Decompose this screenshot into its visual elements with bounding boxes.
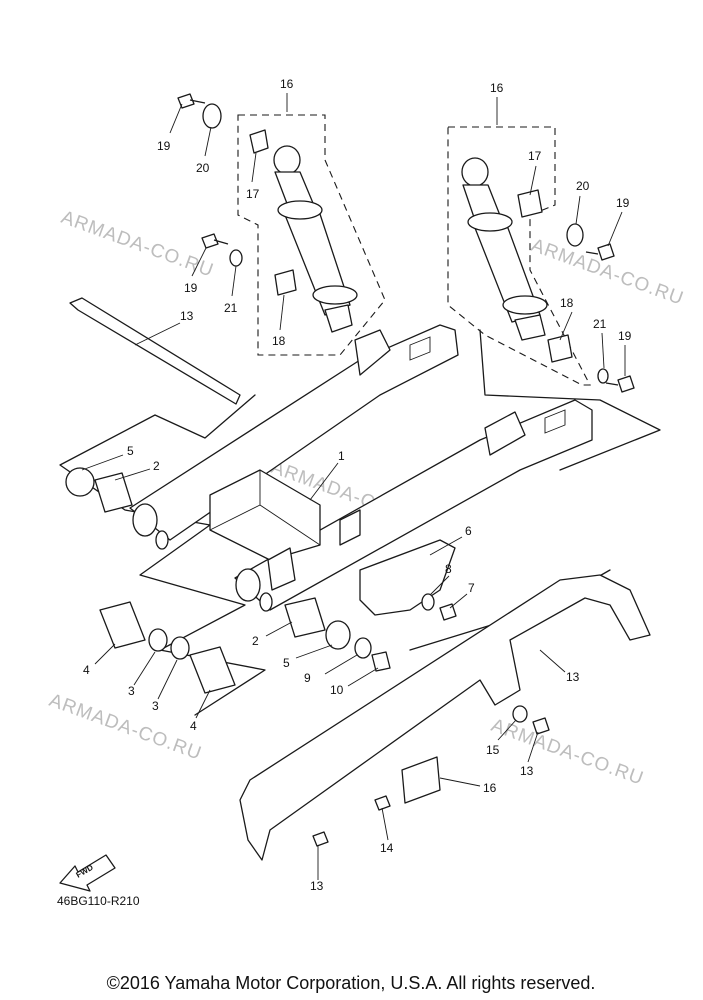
callout-16: 16: [280, 77, 294, 91]
callout-1: 1: [338, 449, 345, 463]
callout-9: 13: [180, 309, 194, 323]
callout-15: 16: [483, 781, 497, 795]
callout-18: 18: [272, 334, 286, 348]
bushing-2-b: [284, 597, 326, 638]
watermark: ARMADA-CO.RU: [46, 690, 204, 765]
washer-14: [512, 705, 528, 723]
washer-20-b: [566, 223, 584, 247]
swingarm: [129, 324, 593, 612]
callout-13: 13: [310, 879, 324, 893]
watermark: ARMADA-CO.RU: [488, 715, 646, 790]
callout-2: 2: [252, 634, 259, 648]
callout-18: 18: [560, 296, 574, 310]
callout-14: 15: [486, 743, 500, 757]
callout-2: 2: [153, 459, 160, 473]
callout-17: 17: [246, 187, 260, 201]
callout-12: 13: [566, 670, 580, 684]
copyright-notice: ©2016 Yamaha Motor Corporation, U.S.A. A…: [107, 973, 596, 993]
leader-lines: [81, 93, 626, 880]
callout-3: 3: [152, 699, 159, 713]
callout-13: 14: [380, 841, 394, 855]
callout-5: 4: [190, 719, 197, 733]
chain-case-12: [239, 574, 651, 861]
callout-11: 10: [330, 683, 344, 697]
callout-20: 20: [196, 161, 210, 175]
bolt-13-c: [312, 831, 329, 847]
callout-20: 20: [576, 179, 590, 193]
diagram-code: 46BG110-R210: [57, 894, 140, 908]
bolt-13-b: [374, 795, 391, 811]
callout-19: 19: [157, 139, 171, 153]
callout-5: 4: [83, 663, 90, 677]
label-15: [401, 756, 441, 804]
shock-group-frame-left: [237, 114, 386, 356]
small-parts: [65, 93, 635, 847]
callout-13: 13: [520, 764, 534, 778]
washer-3-b: [170, 636, 190, 660]
bolt-13-a: [532, 717, 550, 735]
bolt-19-b: [201, 233, 229, 249]
collar-5-a: [99, 601, 146, 649]
bolt-19-a: [177, 93, 206, 109]
collar-17-right: [517, 189, 543, 218]
callout-4: 5: [127, 444, 134, 458]
callout-8: 8: [445, 562, 452, 576]
bolt-19-c: [585, 243, 615, 261]
callout-21: 21: [224, 301, 238, 315]
bolt-7: [439, 603, 457, 621]
shock-group-frame-right: [447, 126, 591, 386]
collar-18-left: [274, 269, 297, 296]
washer-8: [421, 593, 435, 611]
fwd-arrow-icon: [59, 854, 116, 892]
watermark: ARMADA-CO.RU: [58, 207, 216, 282]
callout-3: 3: [128, 684, 135, 698]
bolt-19-d: [605, 375, 635, 393]
callout-4: 5: [283, 656, 290, 670]
callout-16: 16: [490, 81, 504, 95]
callout-6: 6: [465, 524, 472, 538]
bushing-2-a: [94, 472, 133, 513]
shock-absorber-left: [273, 145, 358, 333]
callout-17: 17: [528, 149, 542, 163]
callout-19: 19: [618, 329, 632, 343]
seal-4-a: [65, 467, 95, 497]
callout-19: 19: [184, 281, 198, 295]
washer-10: [354, 637, 372, 659]
seal-4-b: [325, 620, 351, 650]
callout-21: 21: [593, 317, 607, 331]
washer-21-b: [597, 368, 609, 384]
callout-7: 7: [468, 581, 475, 595]
collar-17-left: [249, 129, 269, 154]
washer-20-a: [202, 103, 222, 129]
collar-5-b: [189, 646, 236, 694]
nut-11: [371, 651, 391, 672]
callout-numbers: 16 16 19 20 17 19 21 18 17 20 19 18 21 1…: [83, 77, 632, 893]
shock-absorber-right: [461, 157, 548, 341]
pivot-shaft-9: [69, 297, 241, 405]
washer-21-a: [229, 249, 243, 267]
callout-10: 9: [304, 671, 311, 685]
washer-3-a: [148, 628, 168, 652]
callout-19: 19: [616, 196, 630, 210]
forward-arrow: FWD: [59, 854, 116, 892]
watermarks: ARMADA-CO.RU ARMADA-CO.RU ARMADA-CO.RU A…: [46, 207, 686, 790]
